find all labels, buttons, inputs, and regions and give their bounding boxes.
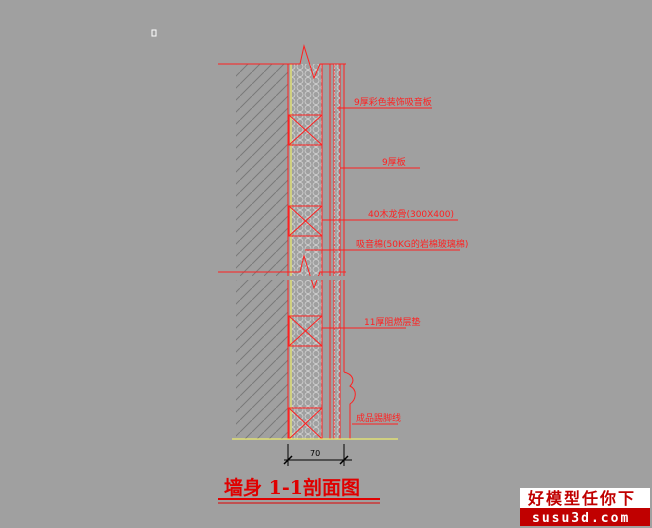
annotation-labels: 9厚彩色装饰吸音板 9厚板 40木龙骨(300X400) 吸音棉(50KG的岩棉… — [354, 96, 468, 424]
watermark-en: susu3d.com — [532, 511, 630, 526]
title-text: 墙身 1-1剖面图 — [224, 476, 360, 499]
label-acoustic-wool: 吸音棉(50KG的岩棉玻璃棉) — [356, 238, 468, 250]
dimension: 70 — [283, 444, 352, 466]
concrete-wall — [236, 64, 289, 439]
label-board: 9厚板 — [382, 156, 406, 168]
watermark-cn: 好模型任你下 — [527, 489, 636, 508]
decor-board-fill — [334, 64, 340, 439]
acoustic-wool — [292, 64, 322, 439]
label-decor-board: 9厚彩色装饰吸音板 — [354, 96, 432, 108]
dimension-value: 70 — [310, 449, 320, 458]
middle-break-line — [218, 254, 346, 290]
leader-lines — [305, 107, 460, 425]
label-wood-stud: 40木龙骨(300X400) — [368, 208, 454, 220]
skirting-profile — [343, 371, 356, 439]
top-break-line — [218, 44, 346, 80]
board-layers — [321, 64, 345, 439]
label-skirting: 成品踢脚线 — [356, 412, 401, 424]
label-fire-pad: 11厚阻燃层垫 — [364, 316, 420, 328]
watermark: 好模型任你下 susu3d.com — [520, 488, 650, 526]
drawing-title: 墙身 1-1剖面图 — [218, 476, 380, 504]
origin-marker — [151, 29, 157, 37]
